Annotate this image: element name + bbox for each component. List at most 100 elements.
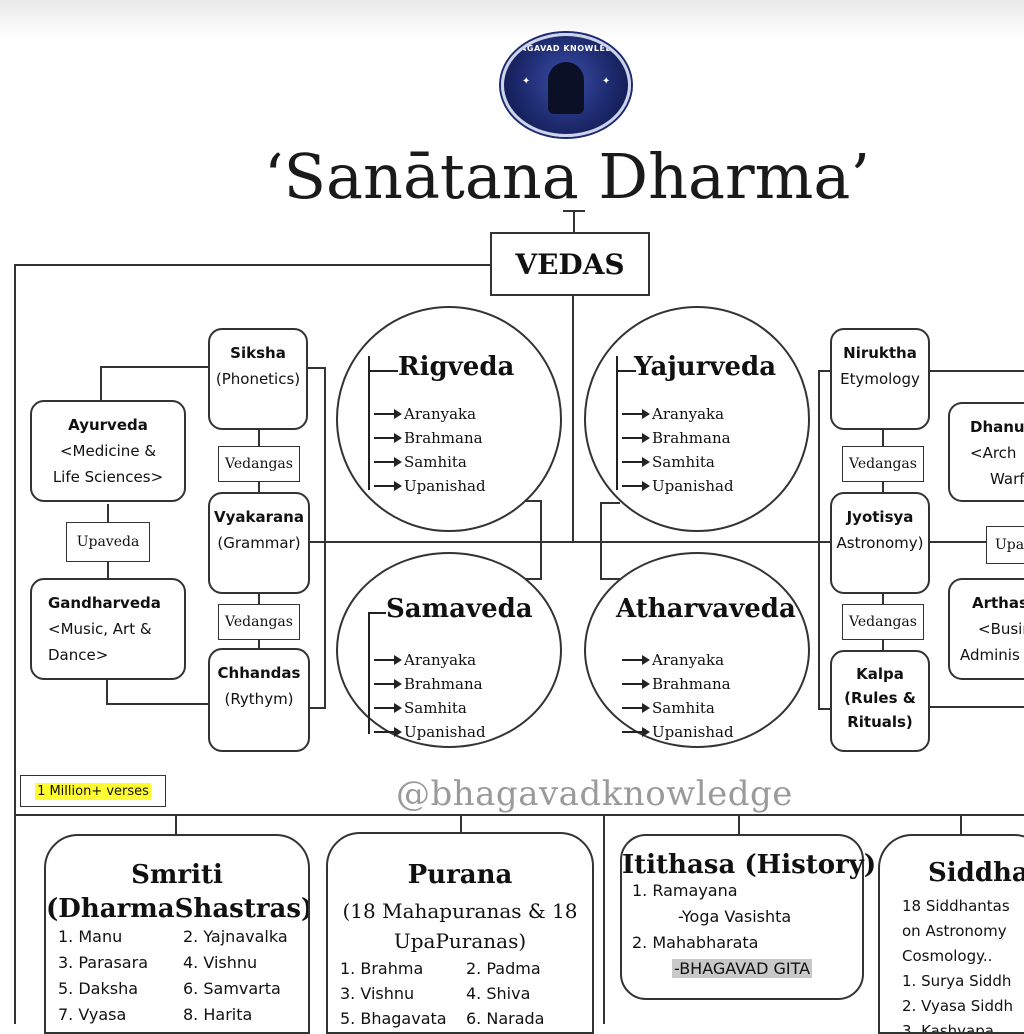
itithasa-box: Itithasa (History) 1. Ramayana -Yoga Vas… <box>620 834 877 1000</box>
vedanga-name: Vyakarana <box>214 508 304 526</box>
purana-subtitle: (18 Mahapuranas & 18 <box>342 899 578 923</box>
connector <box>818 708 832 710</box>
upaveda-name: Ayurveda <box>68 416 148 434</box>
siddhanta-list: 18 Siddhantas on Astronomy Cosmology.. 1… <box>880 894 1024 1034</box>
bhagavad-gita-highlight: -BHAGAVAD GITA <box>672 959 813 978</box>
connector <box>175 814 177 836</box>
vedanga-desc: (Phonetics) <box>215 370 301 388</box>
smriti-list: 1. Manu 2. Yajnavalka 3. Parasara 4. Vis… <box>46 924 308 1028</box>
vedanga-desc: Etymology <box>840 370 920 388</box>
vedanga-vyakarana: Vyakarana (Grammar) <box>208 492 310 594</box>
veda-part: Brahmana <box>616 672 734 696</box>
list-item: Cosmology.. <box>902 947 993 965</box>
connector <box>308 541 830 543</box>
vedanga-chhandas: Chhandas (Rythym) <box>208 648 310 752</box>
upaveda-name: Arthas <box>972 594 1024 612</box>
page-title: ‘Sanātana Dharma’ <box>263 140 871 213</box>
upaveda-label: Upa <box>986 526 1024 564</box>
list-item: 5. Daksha <box>58 979 139 998</box>
veda-circle-rigveda: Rigveda Aranyaka Brahmana Samhita Upanis… <box>336 306 562 532</box>
veda-part: Samhita <box>368 696 486 720</box>
upaveda-line: Adminis <box>960 646 1020 664</box>
purana-title: Purana <box>407 860 513 890</box>
siddhanta-title: Siddhan <box>928 858 1024 888</box>
connector <box>902 541 1024 543</box>
itithasa-title: Itithasa (History) <box>622 850 877 880</box>
upaveda-gandharveda: Gandharveda <Music, Art & Dance> <box>30 578 186 680</box>
list-item: 2. Yajnavalka <box>183 927 288 946</box>
list-item: 1. Ramayana <box>632 881 738 900</box>
list-item: 6. Samvarta <box>183 979 281 998</box>
connector <box>573 210 575 232</box>
connector <box>600 502 602 580</box>
vedangas-label: Vedangas <box>218 604 300 640</box>
connector <box>960 814 962 834</box>
vedanga-siksha: Siksha (Phonetics) <box>208 328 308 430</box>
list-item: 3. Kashyapa <box>902 1022 994 1034</box>
connector <box>368 370 398 372</box>
list-item: 1. Surya Siddh <box>902 972 1012 990</box>
vedanga-name: Chhandas <box>217 664 301 682</box>
veda-part: Brahmana <box>368 426 486 450</box>
vedanga-name: Jyotisya <box>846 508 914 526</box>
veda-title: Rigveda <box>398 352 515 382</box>
logo-text: BHAGAVAD KNOWLEDGE <box>506 44 626 53</box>
connector <box>14 814 1024 816</box>
veda-parts-list: Aranyaka Brahmana Samhita Upanishad <box>368 402 486 498</box>
connector <box>14 264 16 1024</box>
verses-note: 1 Million+ verses <box>20 775 166 807</box>
top-bar <box>0 0 1024 40</box>
veda-parts-list: Aranyaka Brahmana Samhita Upanishad <box>616 648 734 744</box>
connector <box>306 707 326 709</box>
upaveda-label: Upaveda <box>66 522 150 562</box>
connector <box>524 500 542 502</box>
vedanga-desc: (Rythym) <box>224 690 294 708</box>
vedangas-label: Vedangas <box>842 446 924 482</box>
connector <box>930 706 1024 708</box>
upaveda-dhanurveda: Dhanu <Arch Warf <box>948 402 1024 502</box>
connector <box>563 210 585 212</box>
upaveda-line: <Medicine & <box>59 442 157 460</box>
upaveda-line: Dance> <box>48 646 109 664</box>
list-item: on Astronomy <box>902 922 1007 940</box>
connector <box>818 370 820 710</box>
vedanga-jyotisya: Jyotisya Astronomy) <box>830 492 930 594</box>
veda-part: Aranyaka <box>616 648 734 672</box>
upaveda-ayurveda: Ayurveda <Medicine & Life Sciences> <box>30 400 186 502</box>
connector <box>616 356 618 490</box>
deity-figure-icon <box>548 62 584 114</box>
vedangas-label: Vedangas <box>218 446 300 482</box>
connector <box>600 502 620 504</box>
connector <box>106 680 108 704</box>
upaveda-line: Warf <box>990 470 1024 488</box>
list-item: 4. Vishnu <box>183 953 258 972</box>
connector <box>100 366 208 368</box>
vedanga-name: Niruktha <box>843 344 917 362</box>
smriti-box: Smriti (DharmaShastras) 1. Manu 2. Yajna… <box>44 834 310 1034</box>
purana-subtitle: UpaPuranas) <box>393 929 527 953</box>
veda-part: Aranyaka <box>368 402 486 426</box>
veda-circle-yajurveda: Yajurveda Aranyaka Brahmana Samhita Upan… <box>584 306 810 532</box>
list-item: 4. Shiva <box>466 984 531 1003</box>
veda-part: Brahmana <box>368 672 486 696</box>
veda-parts-list: Aranyaka Brahmana Samhita Upanishad <box>368 648 486 744</box>
star-icon: ✦ <box>522 76 531 87</box>
list-item: 8. Harita <box>183 1005 253 1024</box>
connector <box>616 370 636 372</box>
upaveda-line: Life Sciences> <box>52 468 164 486</box>
list-item: 1. Brahma <box>340 959 424 978</box>
list-item: 2. Mahabharata <box>632 933 759 952</box>
connector <box>930 370 1024 372</box>
list-item: 2. Padma <box>466 959 541 978</box>
upaveda-name: Dhanu <box>970 418 1024 436</box>
connector <box>106 703 210 705</box>
vedangas-label: Vedangas <box>842 604 924 640</box>
connector <box>738 814 740 834</box>
vedanga-name: Siksha <box>230 344 286 362</box>
vedanga-niruktha: Niruktha Etymology <box>830 328 930 430</box>
vedanga-desc: Rituals) <box>847 713 913 731</box>
vedanga-kalpa: Kalpa (Rules & Rituals) <box>830 650 930 752</box>
upaveda-name: Gandharveda <box>48 594 161 612</box>
purana-list: 1. Brahma 2. Padma 3. Vishnu 4. Shiva 5.… <box>328 956 592 1031</box>
itithasa-list: 1. Ramayana -Yoga Vasishta 2. Mahabharat… <box>622 878 862 982</box>
